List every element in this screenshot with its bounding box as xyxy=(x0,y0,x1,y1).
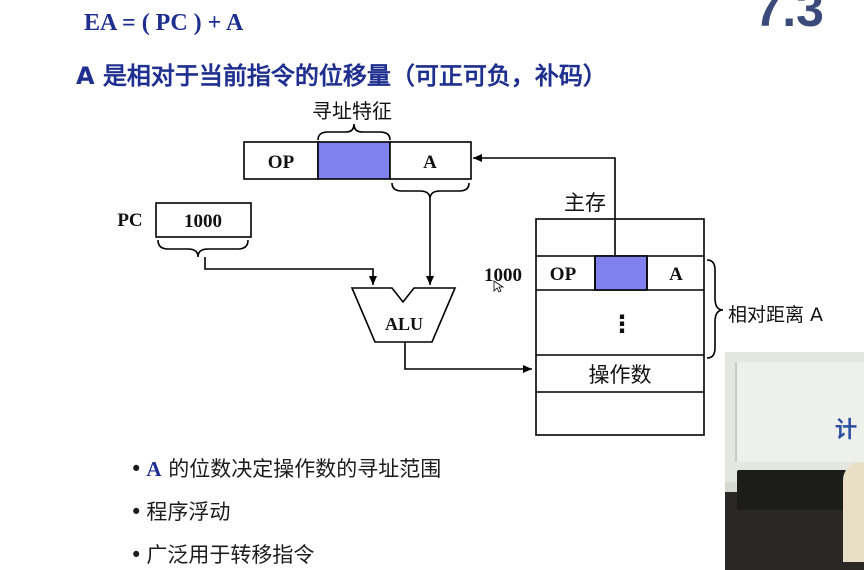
operand-label: 操作数 xyxy=(589,363,652,387)
bullet-item: •A 的位数决定操作数的寻址范围 xyxy=(130,457,442,481)
section-number: 7.3 xyxy=(754,0,824,37)
lecturer-video-overlay: 计 xyxy=(725,352,864,570)
pc-value: 1000 xyxy=(184,211,222,232)
address-feature-brace xyxy=(317,123,391,141)
bullet-item: •广泛用于转移指令 xyxy=(130,543,315,567)
bullet-item: •程序浮动 xyxy=(130,500,231,524)
memory-label: 主存 xyxy=(564,191,606,215)
description: A 是相对于当前指令的位移量（可正可负，补码） xyxy=(76,62,607,90)
instruction-a-field: A xyxy=(423,152,437,173)
pc-label: PC xyxy=(117,210,142,231)
pc-register xyxy=(155,202,252,238)
memory-a-field: A xyxy=(669,264,683,285)
relative-distance-brace xyxy=(706,259,724,359)
alu xyxy=(350,287,457,343)
pc-brace xyxy=(157,239,249,258)
instruction-op-field: OP xyxy=(268,152,295,173)
mouse-cursor-icon xyxy=(493,280,505,293)
alu-label: ALU xyxy=(385,314,423,334)
address-feature-label: 寻址特征 xyxy=(312,99,392,123)
memory-address-feature-field xyxy=(594,255,648,291)
video-sign-text: 计 xyxy=(835,418,858,443)
memory-ellipsis: ⋮ xyxy=(610,310,634,338)
main-memory: OP A ⋮ 操作数 xyxy=(535,218,705,436)
memory-address: 1000 xyxy=(484,265,522,286)
instruction-format: OP A xyxy=(243,141,472,180)
lecturer xyxy=(843,462,864,562)
address-feature-field xyxy=(317,141,391,180)
relative-distance-label: 相对距离 A xyxy=(728,304,823,326)
a-field-brace xyxy=(391,182,470,200)
memory-op-field: OP xyxy=(550,264,577,285)
formula: EA = ( PC ) + A xyxy=(84,10,244,36)
